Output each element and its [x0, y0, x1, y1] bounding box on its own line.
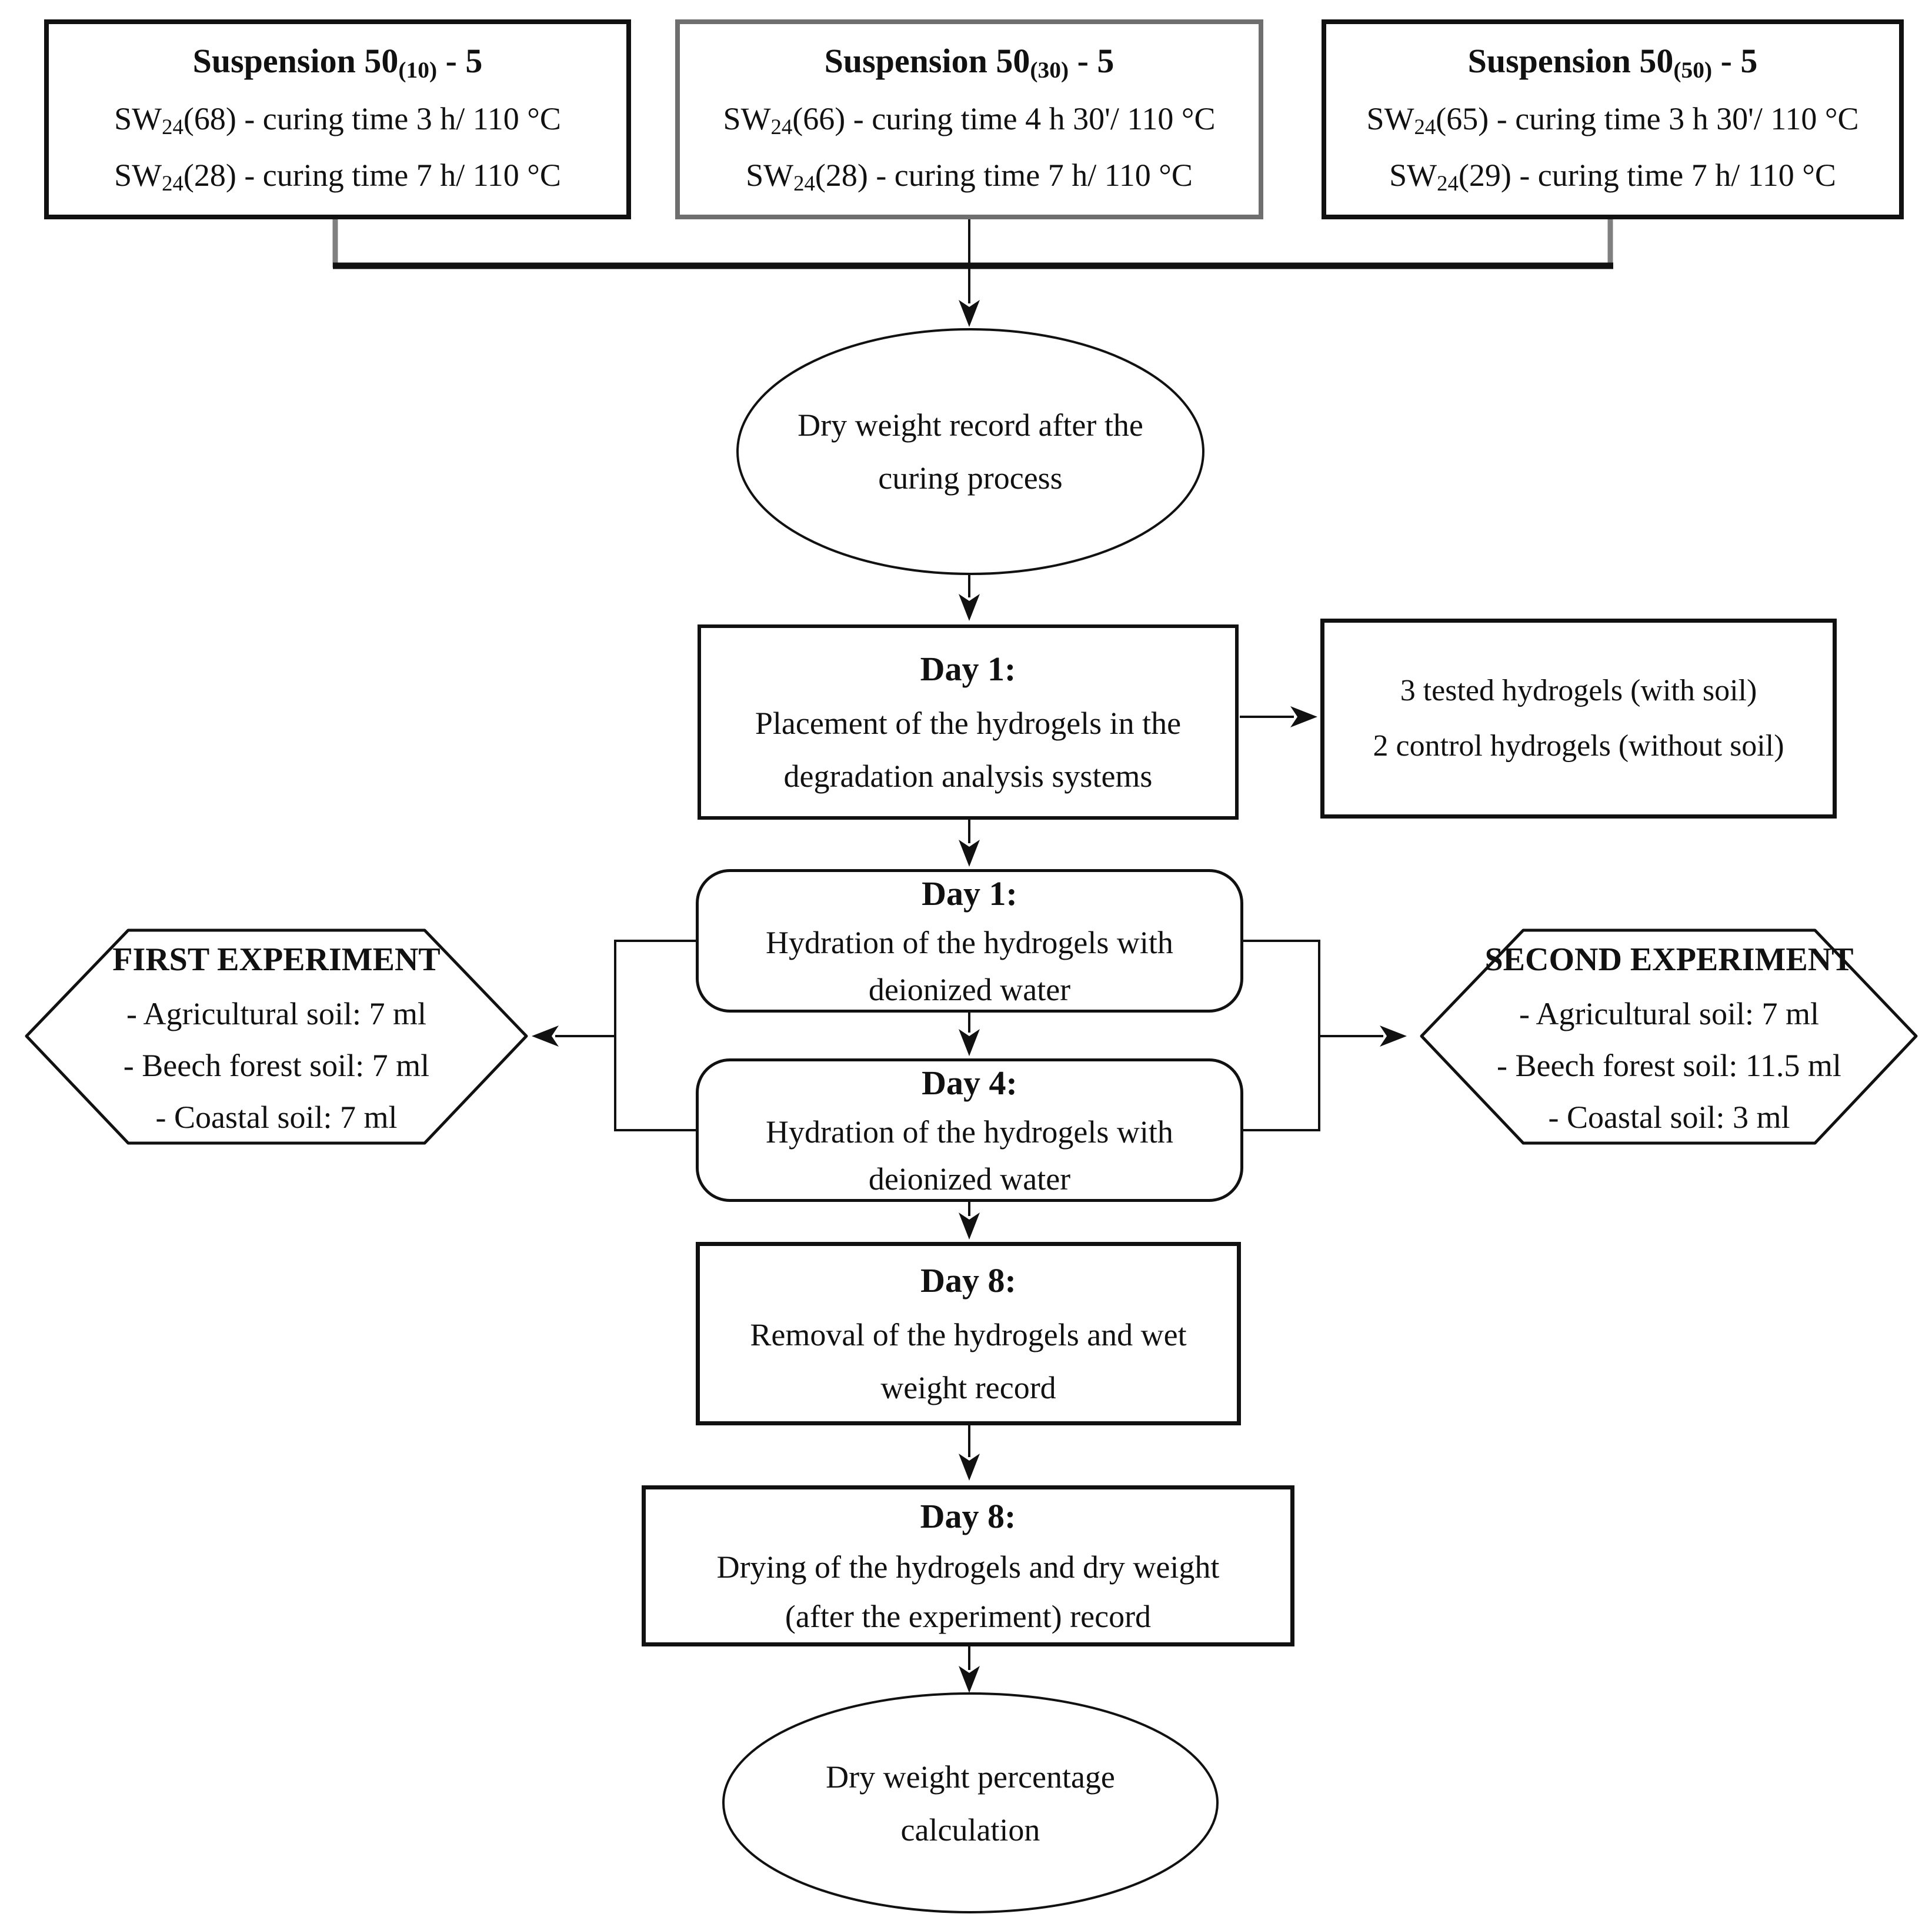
suspension-50-30-row1: SW24(66) - curing time 4 h 30'/ 110 °C	[723, 101, 1216, 139]
arrowhead-right-icon	[1290, 706, 1317, 727]
dry-weight-percentage-line1: Dry weight percentage	[826, 1759, 1115, 1795]
suspension-50-30-title: Suspension 50(30) - 5	[824, 42, 1115, 83]
subscript: 24	[162, 115, 183, 139]
day4-hydration-line1: Hydration of the hydrogels with	[766, 1114, 1173, 1150]
second-experiment-hexagon-shape	[1420, 928, 1918, 1145]
hydrogel-counts-line2: 2 control hydrogels (without soil)	[1373, 729, 1784, 763]
dry-weight-percentage-ellipse-shape	[722, 1692, 1219, 1913]
day8-removal-line2: weight record	[880, 1370, 1056, 1405]
subscript: 24	[162, 171, 183, 196]
first-experiment-line3: - Coastal soil: 7 ml	[155, 1100, 398, 1135]
suspension-50-10-box: Suspension 50(10) - 5 SW24(68) - curing …	[44, 19, 631, 219]
subscript: 24	[770, 115, 793, 139]
dry-weight-percentage-ellipse: Dry weight percentage calculation	[723, 1696, 1217, 1911]
arrowhead-right-icon	[1380, 1026, 1407, 1047]
arrowhead-down-icon	[959, 1454, 980, 1481]
second-experiment-hexagon: SECOND EXPERIMENT - Agricultural soil: 7…	[1440, 934, 1898, 1141]
suspension-50-50-row2: SW24(29) - curing time 7 h/ 110 °C	[1389, 158, 1836, 196]
day4-hydration-line2: deionized water	[868, 1161, 1071, 1197]
arrowhead-down-icon	[959, 840, 980, 867]
day8-removal-box: Day 8: Removal of the hydrogels and wet …	[696, 1242, 1241, 1425]
day1-placement-line2: degradation analysis systems	[783, 759, 1153, 794]
dry-weight-record-ellipse: Dry weight record after the curing proce…	[738, 330, 1203, 573]
suspension-50-30-row2: SW24(28) - curing time 7 h/ 110 °C	[746, 158, 1193, 196]
day8-removal-line1: Removal of the hydrogels and wet	[750, 1317, 1187, 1352]
suspension-50-10-row2: SW24(28) - curing time 7 h/ 110 °C	[114, 158, 561, 196]
first-experiment-title: FIRST EXPERIMENT	[112, 941, 441, 978]
second-experiment-title: SECOND EXPERIMENT	[1484, 941, 1854, 978]
day8-drying-line2: (after the experiment) record	[785, 1599, 1152, 1634]
day4-hydration-title: Day 4:	[922, 1064, 1017, 1102]
subscript: 24	[1437, 171, 1459, 196]
first-experiment-line1: - Agricultural soil: 7 ml	[126, 996, 426, 1031]
hydrogel-counts-box: 3 tested hydrogels (with soil) 2 control…	[1320, 619, 1837, 819]
arrowhead-down-icon	[959, 1666, 980, 1693]
suspension-50-50-title: Suspension 50(50) - 5	[1467, 42, 1758, 83]
arrowhead-down-icon	[959, 300, 980, 327]
first-experiment-line2: - Beech forest soil: 7 ml	[123, 1048, 430, 1083]
day1-placement-title: Day 1:	[920, 650, 1016, 688]
arrowhead-down-icon	[959, 594, 980, 621]
day1-hydration-line2: deionized water	[868, 972, 1071, 1007]
suspension-50-10-title: Suspension 50(10) - 5	[192, 42, 483, 83]
suspension-50-50-box: Suspension 50(50) - 5 SW24(65) - curing …	[1322, 19, 1904, 219]
subscript: (50)	[1673, 56, 1713, 83]
day8-drying-title: Day 8:	[920, 1497, 1016, 1535]
arrowhead-down-icon	[959, 1212, 980, 1240]
first-experiment-hexagon-shape	[25, 928, 528, 1145]
dry-weight-record-line1: Dry weight record after the	[798, 407, 1143, 443]
second-experiment-line1: - Agricultural soil: 7 ml	[1519, 996, 1819, 1031]
hydrogel-counts-line1: 3 tested hydrogels (with soil)	[1400, 674, 1757, 707]
suspension-50-50-row1: SW24(65) - curing time 3 h 30'/ 110 °C	[1366, 101, 1859, 139]
subscript: (10)	[398, 56, 438, 83]
first-experiment-hexagon: FIRST EXPERIMENT - Agricultural soil: 7 …	[47, 934, 506, 1141]
day1-hydration-line1: Hydration of the hydrogels with	[766, 925, 1173, 960]
subscript: 24	[1414, 115, 1436, 139]
day4-hydration-box: Day 4: Hydration of the hydrogels with d…	[696, 1058, 1243, 1202]
subscript: (30)	[1030, 56, 1069, 83]
second-experiment-line3: - Coastal soil: 3 ml	[1548, 1100, 1790, 1135]
day1-hydration-box: Day 1: Hydration of the hydrogels with d…	[696, 869, 1243, 1013]
suspension-50-10-row1: SW24(68) - curing time 3 h/ 110 °C	[114, 101, 561, 139]
day8-drying-line1: Drying of the hydrogels and dry weight	[716, 1549, 1220, 1585]
arrowhead-down-icon	[959, 1029, 980, 1056]
dry-weight-record-line2: curing process	[878, 460, 1063, 496]
second-experiment-line2: - Beech forest soil: 11.5 ml	[1497, 1048, 1841, 1083]
day8-drying-box: Day 8: Drying of the hydrogels and dry w…	[642, 1485, 1294, 1646]
subscript: 24	[793, 171, 815, 196]
day1-hydration-title: Day 1:	[922, 874, 1017, 913]
day8-removal-title: Day 8:	[920, 1261, 1016, 1300]
suspension-50-30-box: Suspension 50(30) - 5 SW24(66) - curing …	[675, 19, 1263, 219]
arrowhead-left-icon	[532, 1026, 559, 1047]
day1-placement-box: Day 1: Placement of the hydrogels in the…	[698, 624, 1239, 820]
day1-placement-line1: Placement of the hydrogels in the	[755, 706, 1182, 741]
dry-weight-percentage-line2: calculation	[900, 1812, 1040, 1848]
